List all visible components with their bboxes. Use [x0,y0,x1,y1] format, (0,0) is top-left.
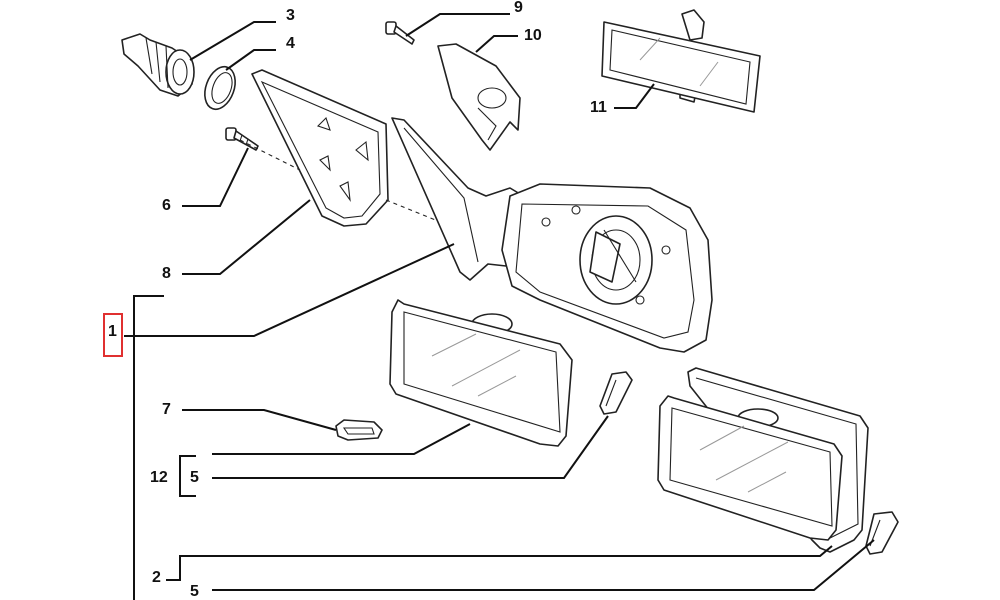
callout-1: 1 [108,323,117,340]
part-interior-mirror [601,9,761,113]
leader-1 [124,243,455,337]
part-ring [204,65,236,111]
leader-4 [225,49,276,71]
leader-10 [475,35,518,53]
part-clip-lower [865,511,899,555]
callout-6: 6 [162,197,171,214]
leader-9 [405,13,510,37]
callout-labels: 3 4 9 10 11 6 8 1 7 12 5 2 5 [103,0,607,600]
part-rubber-boot [121,33,195,97]
callout-11: 11 [590,99,607,116]
callout-10: 10 [524,27,542,44]
leader-5-lower [212,539,875,591]
part-mirror-glass-framed [657,367,869,553]
callout-3: 3 [286,7,295,24]
bracket-12 [179,455,196,497]
leader-3 [189,21,276,61]
callout-4: 4 [286,35,295,52]
callout-2: 2 [152,569,161,586]
callout-12: 12 [150,469,168,486]
part-gasket-plate [251,69,389,227]
part-bracket [437,43,521,151]
callout-5-lower: 5 [190,583,199,600]
leader-11 [614,83,655,109]
part-clip-upper [599,371,633,415]
part-mirror-glass [389,299,573,447]
callout-9: 9 [514,0,523,16]
leader-6 [182,147,249,207]
part-screw-6 [225,127,259,151]
part-mirror-housing [391,117,713,353]
part-grommet [335,419,383,441]
callout-1-highlight [103,313,123,357]
leader-8 [182,199,311,275]
bracket-1 [133,295,164,600]
bracket-2 [166,545,833,581]
leader-5-glass [212,415,609,479]
callout-5-upper: 5 [190,469,199,486]
leader-7 [182,409,337,431]
leader-5-glass-b [212,423,471,455]
leader-lines [124,13,875,600]
callout-7: 7 [162,401,171,418]
callout-8: 8 [162,265,171,282]
